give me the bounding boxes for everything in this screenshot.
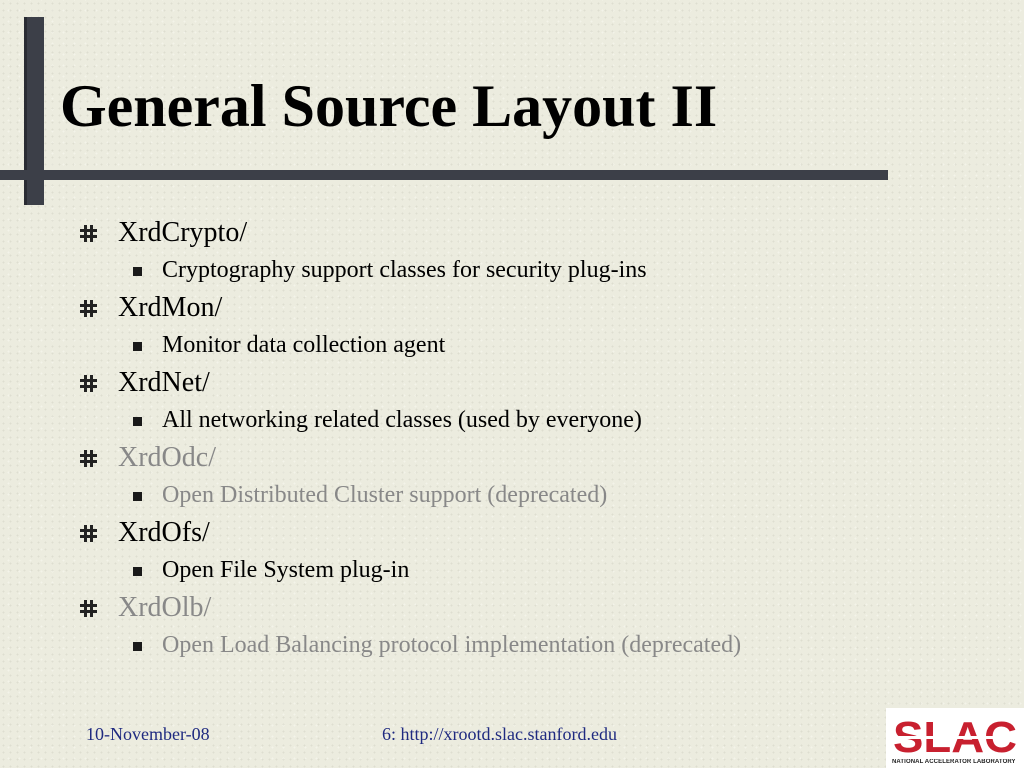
- slac-logo: SLAC NATIONAL ACCELERATOR LABORATORY: [886, 708, 1024, 768]
- square-bullet-icon: [133, 342, 142, 351]
- slide-title: General Source Layout II: [60, 73, 718, 139]
- list-item: XrdNet/ All networking related classes (…: [78, 362, 978, 437]
- bullet-detail: Cryptography support classes for securit…: [78, 254, 978, 287]
- bullet-detail-text: Open File System plug-in: [162, 557, 410, 583]
- bullet-heading: XrdNet/: [78, 362, 978, 404]
- bullet-detail: Open Load Balancing protocol implementat…: [78, 629, 978, 662]
- bullet-detail: Open Distributed Cluster support (deprec…: [78, 479, 978, 512]
- hash-bullet-icon: [80, 300, 97, 317]
- bullet-heading-text: XrdNet/: [118, 367, 210, 398]
- bullet-heading-text: XrdOfs/: [118, 517, 210, 548]
- bullet-detail: Open File System plug-in: [78, 554, 978, 587]
- bullet-heading-text: XrdCrypto/: [118, 217, 248, 248]
- footer-page-url: 6: http://xrootd.slac.stanford.edu: [382, 724, 617, 744]
- bullet-detail-text: Monitor data collection agent: [162, 332, 446, 358]
- bullet-heading: XrdOlb/: [78, 587, 978, 629]
- bullet-heading: XrdMon/: [78, 287, 978, 329]
- bullet-detail-text: Cryptography support classes for securit…: [162, 257, 647, 283]
- bullet-detail: All networking related classes (used by …: [78, 404, 978, 437]
- bullet-detail-text: All networking related classes (used by …: [162, 407, 642, 433]
- bullet-heading-text: XrdOlb/: [118, 592, 212, 623]
- bullet-heading-text: XrdMon/: [118, 292, 223, 323]
- bullet-detail-text: Open Load Balancing protocol implementat…: [162, 632, 742, 658]
- title-vertical-bar: [24, 17, 44, 205]
- bullet-heading: XrdCrypto/: [78, 212, 978, 254]
- square-bullet-icon: [133, 567, 142, 576]
- list-item: XrdMon/ Monitor data collection agent: [78, 287, 978, 362]
- footer-date: 10-November-08: [86, 724, 210, 744]
- bullet-list: XrdCrypto/ Cryptography support classes …: [78, 212, 978, 662]
- hash-bullet-icon: [80, 450, 97, 467]
- hash-bullet-icon: [80, 375, 97, 392]
- list-item: XrdOfs/ Open File System plug-in: [78, 512, 978, 587]
- list-item: XrdCrypto/ Cryptography support classes …: [78, 212, 978, 287]
- bullet-heading: XrdOfs/: [78, 512, 978, 554]
- hash-bullet-icon: [80, 225, 97, 242]
- square-bullet-icon: [133, 267, 142, 276]
- slac-logo-mark: SLAC: [892, 716, 1018, 756]
- bullet-detail: Monitor data collection agent: [78, 329, 978, 362]
- square-bullet-icon: [133, 417, 142, 426]
- list-item: XrdOdc/ Open Distributed Cluster support…: [78, 437, 978, 512]
- list-item: XrdOlb/ Open Load Balancing protocol imp…: [78, 587, 978, 662]
- square-bullet-icon: [133, 642, 142, 651]
- hash-bullet-icon: [80, 525, 97, 542]
- bullet-detail-text: Open Distributed Cluster support (deprec…: [162, 482, 608, 508]
- bullet-heading: XrdOdc/: [78, 437, 978, 479]
- hash-bullet-icon: [80, 600, 97, 617]
- slac-logo-subtitle: NATIONAL ACCELERATOR LABORATORY: [892, 759, 1016, 765]
- title-horizontal-bar: [0, 170, 888, 180]
- square-bullet-icon: [133, 492, 142, 501]
- bullet-heading-text: XrdOdc/: [118, 442, 216, 473]
